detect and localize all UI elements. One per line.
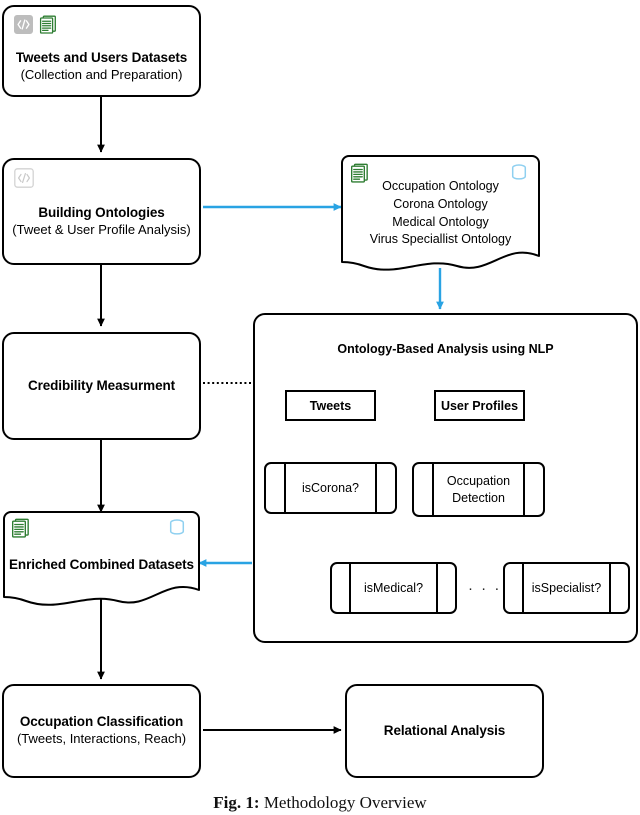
ontology-line: Corona Ontology <box>393 196 488 211</box>
node-enriched-title: Enriched Combined Datasets <box>9 557 194 572</box>
code-icon <box>14 168 34 193</box>
node-building-ontologies-subtitle: (Tweet & User Profile Analysis) <box>12 221 191 237</box>
documents-icon <box>39 15 58 39</box>
node-ontologies-doc-icon-right <box>509 163 529 188</box>
node-is-specialist[interactable]: isSpecialist? <box>503 562 630 614</box>
node-user-profiles-label: User Profiles <box>440 398 519 413</box>
node-tweets[interactable]: Tweets <box>285 390 376 421</box>
ontology-line: Virus Speciallist Ontology <box>369 232 512 247</box>
database-icon <box>509 163 529 188</box>
node-is-specialist-label: isSpecialist? <box>531 580 602 595</box>
node-user-profiles[interactable]: User Profiles <box>434 390 525 421</box>
database-icon <box>167 518 187 543</box>
node-enriched-label-wrap: Enriched Combined Datasets <box>2 510 201 574</box>
node-is-medical-label: isMedical? <box>363 580 424 595</box>
node-occupation-classification[interactable]: Occupation Classification (Tweets, Inter… <box>2 684 201 778</box>
node-relational-analysis[interactable]: Relational Analysis <box>345 684 544 778</box>
node-building-ontologies-title: Building Ontologies <box>38 204 165 220</box>
node-occupation-detection[interactable]: Occupation Detection <box>412 462 545 517</box>
node-is-corona-label: isCorona? <box>302 480 359 495</box>
panel-title: Ontology-Based Analysis using NLP <box>337 342 554 356</box>
figure-caption: Fig. 1: Methodology Overview <box>0 793 640 813</box>
node-credibility-measurement[interactable]: Credibility Measurment <box>2 332 201 440</box>
node-ontologies-document[interactable]: Occupation Ontology Corona Ontology Medi… <box>340 154 541 274</box>
node-relational-analysis-title: Relational Analysis <box>383 722 506 738</box>
ellipsis-separator: · · · <box>468 580 502 597</box>
node-credibility-title: Credibility Measurment <box>27 377 176 393</box>
node-tweets-and-users-datasets[interactable]: Tweets and Users Datasets (Collection an… <box>2 5 201 97</box>
node-occupation-classification-subtitle: (Tweets, Interactions, Reach) <box>16 731 187 747</box>
node-occupation-detection-label: Occupation Detection <box>412 462 545 517</box>
documents-icon <box>11 518 31 543</box>
node-occupation-detection-line1: Occupation <box>446 474 511 489</box>
node-occupation-detection-line2: Detection <box>452 490 505 505</box>
figure-caption-text: Methodology Overview <box>263 793 427 812</box>
node-datasets-subtitle: (Collection and Preparation) <box>20 67 183 83</box>
node-building-ontologies-icons <box>14 168 34 193</box>
code-icon <box>14 15 33 39</box>
node-ontologies-doc-icon-left <box>350 163 370 188</box>
node-tweets-label: Tweets <box>309 398 352 413</box>
node-enriched-combined-datasets[interactable]: Enriched Combined Datasets <box>2 510 201 615</box>
node-is-medical[interactable]: isMedical? <box>330 562 457 614</box>
node-datasets-title: Tweets and Users Datasets <box>15 50 188 66</box>
ontology-line: Medical Ontology <box>392 214 489 229</box>
node-enriched-icon-left <box>11 518 31 543</box>
ontology-line: Occupation Ontology <box>382 179 499 193</box>
node-occupation-classification-title: Occupation Classification <box>19 714 184 730</box>
figure-caption-label: Fig. 1: <box>213 793 260 812</box>
node-datasets-icons <box>14 15 58 39</box>
node-enriched-icon-right <box>167 518 187 543</box>
node-building-ontologies[interactable]: Building Ontologies (Tweet & User Profil… <box>2 158 201 265</box>
node-ontologies-doc-lines: Occupation Ontology Corona Ontology Medi… <box>340 154 541 249</box>
documents-icon <box>350 163 370 188</box>
node-is-corona[interactable]: isCorona? <box>264 462 397 514</box>
